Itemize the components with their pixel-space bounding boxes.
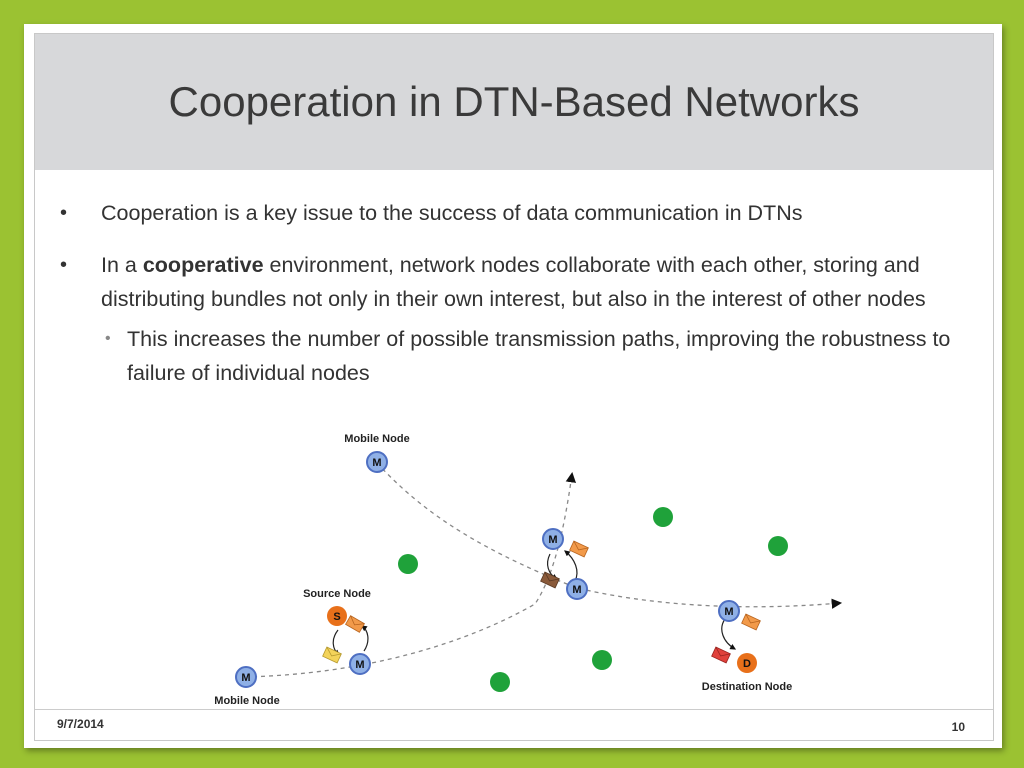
bullet-text-suffix: environment, network nodes collaborate w… (101, 253, 926, 311)
static-node (768, 536, 788, 556)
bundle-icon (322, 646, 342, 664)
mobile-node: M (349, 653, 371, 675)
mobile-node: M (542, 528, 564, 550)
slide-title: Cooperation in DTN-Based Networks (168, 78, 860, 125)
bundle-icon (741, 613, 761, 631)
mobile-node: M (566, 578, 588, 600)
footer-date: 9/7/2014 (57, 717, 104, 731)
exchange-arrow (721, 618, 737, 650)
static-node (398, 554, 418, 574)
footer-divider (35, 709, 993, 710)
mobile-node-label: Mobile Node (214, 695, 279, 707)
static-node (592, 650, 612, 670)
bullet-list: • Cooperation is a key issue to the succ… (57, 196, 977, 390)
source-node-label: Source Node (303, 588, 371, 600)
dtn-diagram: M M M M M M (214, 433, 843, 707)
bundle-icon (540, 571, 560, 589)
destination-node-label: Destination Node (702, 681, 792, 693)
bullet-marker: • (60, 202, 68, 224)
svg-text:M: M (372, 457, 381, 469)
source-node: S (327, 606, 347, 626)
exchange-arrow (361, 625, 369, 652)
svg-text:M: M (355, 659, 364, 671)
bullet-item: • In a cooperative environment, network … (57, 248, 977, 316)
trajectory-path-2 (376, 462, 843, 609)
slide: Cooperation in DTN-Based Networks • Coop… (34, 33, 994, 741)
sub-bullet-text: This increases the number of possible tr… (127, 327, 951, 385)
destination-node: D (737, 653, 757, 673)
svg-text:M: M (724, 606, 733, 618)
svg-text:M: M (241, 672, 250, 684)
static-node (490, 672, 510, 692)
bullet-text: Cooperation is a key issue to the succes… (101, 201, 803, 225)
svg-text:M: M (548, 534, 557, 546)
mobile-node: M (235, 666, 257, 688)
page-number: 10 (951, 720, 965, 734)
svg-text:M: M (572, 584, 581, 596)
sub-bullet-marker: • (105, 330, 111, 347)
bullet-marker: • (60, 254, 68, 276)
svg-text:D: D (743, 658, 751, 670)
bundle-icon (345, 615, 365, 633)
trajectory-path-1 (244, 471, 576, 678)
bullet-text-bold: cooperative (142, 253, 264, 277)
mobile-node: M (366, 451, 388, 473)
bundle-icon (711, 646, 731, 664)
slide-frame: Cooperation in DTN-Based Networks • Coop… (24, 24, 1002, 748)
title-band (35, 34, 993, 170)
exchange-arrow (564, 550, 578, 582)
mobile-node: M (718, 600, 740, 622)
mobile-node-label: Mobile Node (344, 433, 409, 445)
static-node (653, 507, 673, 527)
svg-text:S: S (333, 611, 340, 623)
bundle-icon (569, 540, 589, 558)
sub-bullet-item: • This increases the number of possible … (57, 322, 977, 390)
bullet-text-prefix: In a (101, 253, 143, 277)
bullet-item: • Cooperation is a key issue to the succ… (57, 196, 977, 230)
